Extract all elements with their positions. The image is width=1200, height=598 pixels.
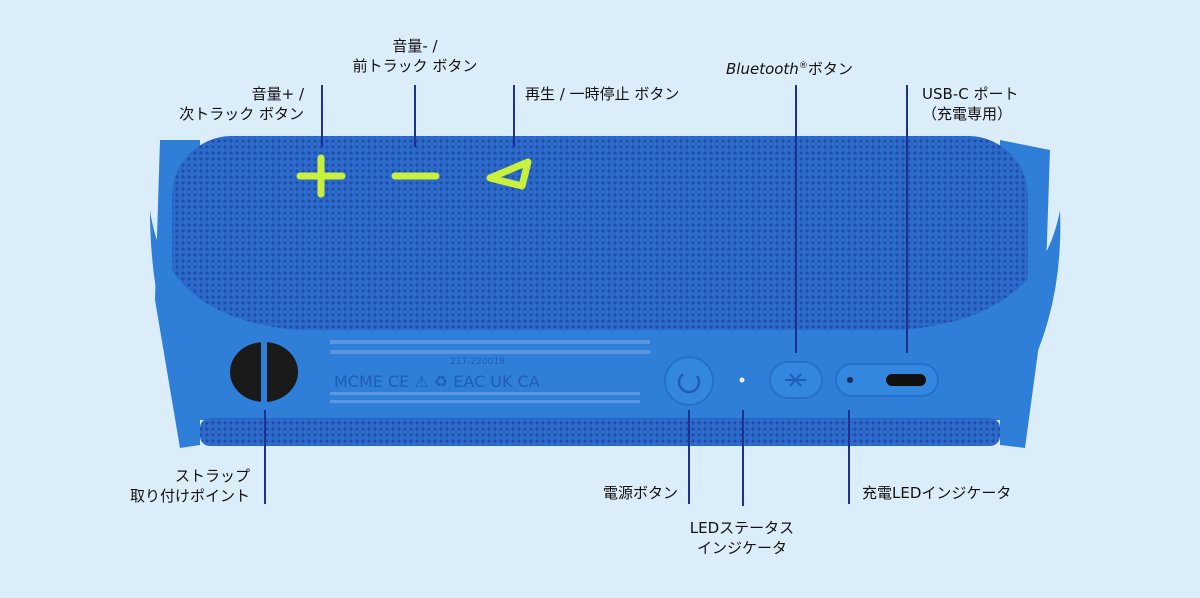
label-line: インジケータ: [696, 539, 787, 557]
label-volume-down: 音量- / 前トラック ボタン: [340, 36, 490, 76]
speaker-mesh-bottom: [200, 418, 1000, 446]
leader-line-play-pause: [513, 85, 515, 147]
label-power-button: 電源ボタン: [602, 484, 678, 502]
volume-up-button: [296, 154, 346, 198]
label-line: 前トラック ボタン: [352, 57, 478, 75]
label-usb-c-port: USB-C ポート （充電専用）: [922, 84, 1018, 124]
label-charge-led: 充電LEDインジケータ: [862, 484, 1012, 502]
leader-line-usb-c: [906, 85, 908, 353]
label-part: ボタン: [807, 60, 853, 78]
registered-mark: ®: [798, 61, 808, 71]
label-play-pause: 再生 / 一時停止 ボタン: [525, 85, 680, 103]
label-line: 次トラック ボタン: [179, 105, 304, 123]
leader-line-power: [688, 410, 690, 504]
label-line: LEDステータス: [689, 519, 795, 537]
label-line: 取り付けポイント: [129, 487, 250, 505]
power-button: [664, 356, 714, 406]
label-line: 音量- /: [392, 37, 438, 55]
leader-line-volume-down: [414, 85, 416, 147]
label-volume-up: 音量+ / 次トラック ボタン: [179, 84, 304, 124]
label-line: USB-C ポート: [922, 85, 1019, 103]
power-icon: [677, 373, 701, 394]
leader-line-bluetooth: [795, 85, 797, 353]
product-marking: 217-220019: [450, 357, 505, 367]
charge-led-indicator: [847, 377, 853, 383]
label-bluetooth-button: Bluetooth®ボタン: [726, 56, 853, 79]
bluetooth-icon: [785, 373, 806, 387]
usb-c-port: [886, 374, 926, 386]
label-line: 音量+ /: [251, 85, 304, 103]
leader-line-volume-up: [321, 85, 323, 147]
leader-line-charge-led: [848, 410, 850, 504]
label-part: Bluetooth: [726, 60, 799, 78]
play-pause-button: [486, 158, 532, 190]
label-line: （充電専用）: [922, 105, 1013, 123]
label-strap-attachment: ストラップ取り付けポイント: [130, 466, 250, 506]
speaker-mesh-top: [172, 136, 1028, 336]
led-status-indicator: [739, 377, 745, 383]
leader-line-led-status: [742, 410, 744, 506]
label-line: ストラップ: [174, 467, 250, 485]
regulatory-markings: MCME CE ⚠ ♻ EAC UK CA 217-220019: [330, 340, 650, 403]
label-led-status: LEDステータスインジケータ: [672, 518, 812, 558]
svg-text:MCME CE ⚠ ♻ EAC UK CA: MCME CE ⚠ ♻ EAC UK CA: [334, 372, 540, 391]
leader-line-strap: [264, 410, 266, 504]
speaker-body: [150, 210, 1061, 420]
